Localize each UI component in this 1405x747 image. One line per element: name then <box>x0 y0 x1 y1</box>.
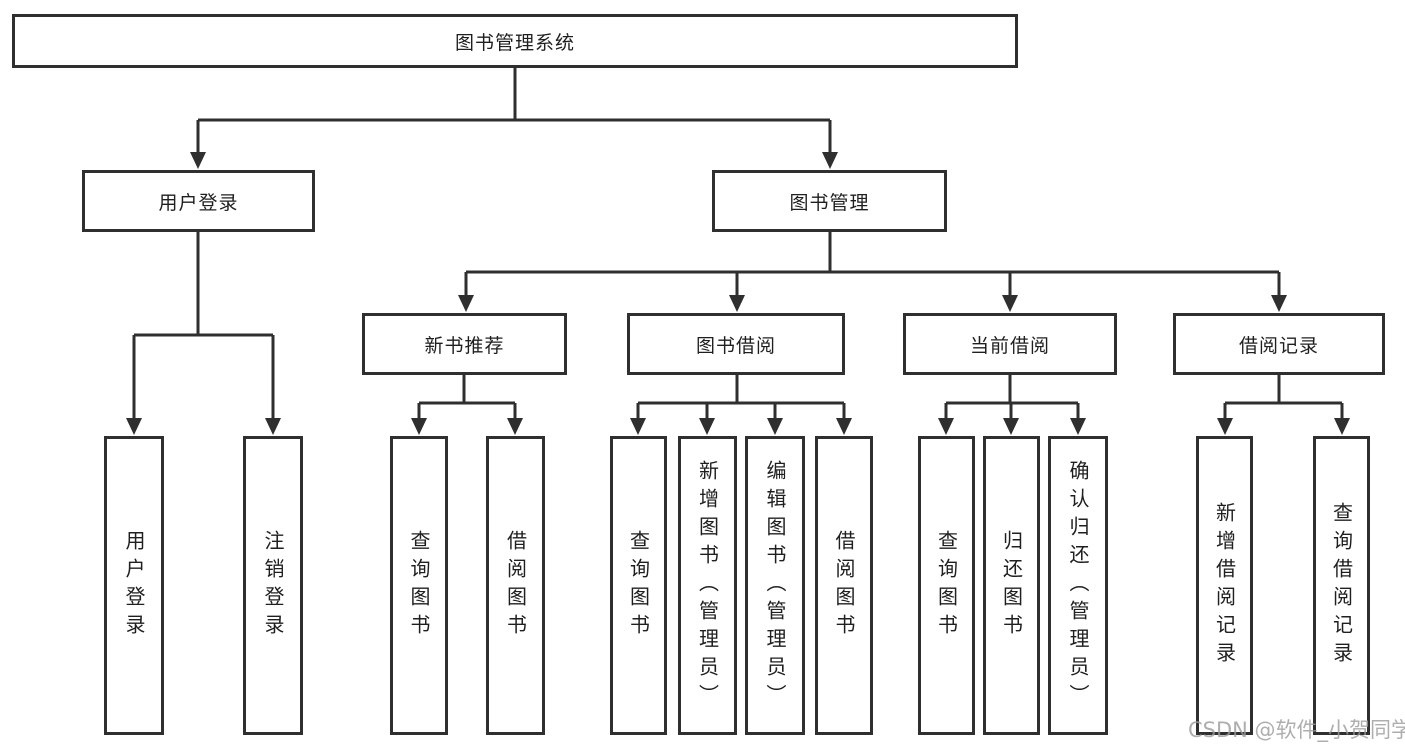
node-current-borrow: 当前借阅 <box>903 313 1117 375</box>
node-user-login: 用户登录 <box>82 170 315 232</box>
leaf-edit-books-admin-label: 编辑图书（管理员） <box>763 459 787 712</box>
leaf-return-books: 归还图书 <box>983 436 1040 735</box>
leaf-edit-books-admin: 编辑图书（管理员） <box>745 436 805 735</box>
node-borrow-records-label: 借阅记录 <box>1238 334 1319 357</box>
leaf-query-books-borrow-label: 查询图书 <box>626 529 651 642</box>
leaf-add-books-admin-label: 新增图书（管理员） <box>695 459 720 712</box>
leaf-borrow-books-borrow: 借阅图书 <box>815 436 873 735</box>
leaf-add-books-admin: 新增图书（管理员） <box>678 436 737 735</box>
node-root-label: 图书管理系统 <box>454 31 575 54</box>
leaf-query-books-current-label: 查询图书 <box>934 529 959 642</box>
node-new-book-recommend: 新书推荐 <box>362 313 567 375</box>
node-book-management-label: 图书管理 <box>789 191 870 214</box>
node-book-borrow-label: 图书借阅 <box>695 334 776 357</box>
leaf-return-books-label: 归还图书 <box>999 529 1024 642</box>
leaf-logout: 注销登录 <box>243 436 303 735</box>
leaf-query-books-recommend: 查询图书 <box>390 436 448 735</box>
leaf-confirm-return-admin: 确认归还（管理员） <box>1048 436 1108 735</box>
leaf-query-books-current: 查询图书 <box>918 436 975 735</box>
node-book-borrow: 图书借阅 <box>627 313 845 375</box>
leaf-borrow-books-recommend-label: 借阅图书 <box>503 529 528 642</box>
leaf-add-borrow-record-label: 新增借阅记录 <box>1212 501 1237 670</box>
leaf-logout-label: 注销登录 <box>261 529 285 642</box>
node-current-borrow-label: 当前借阅 <box>969 334 1050 357</box>
leaf-user-login-label: 用户登录 <box>122 529 146 642</box>
node-new-book-recommend-label: 新书推荐 <box>424 334 505 357</box>
leaf-query-books-borrow: 查询图书 <box>610 436 667 735</box>
node-root: 图书管理系统 <box>12 14 1018 68</box>
node-user-login-label: 用户登录 <box>158 191 239 214</box>
leaf-user-login: 用户登录 <box>104 436 164 735</box>
leaf-query-borrow-record-label: 查询借阅记录 <box>1329 501 1354 670</box>
leaf-confirm-return-admin-label: 确认归还（管理员） <box>1066 459 1090 712</box>
leaf-query-borrow-record: 查询借阅记录 <box>1313 436 1370 735</box>
node-book-management: 图书管理 <box>712 170 947 232</box>
leaf-borrow-books-recommend: 借阅图书 <box>486 436 545 735</box>
leaf-borrow-books-borrow-label: 借阅图书 <box>832 529 856 642</box>
node-borrow-records: 借阅记录 <box>1173 313 1385 375</box>
leaf-query-books-recommend-label: 查询图书 <box>407 529 431 642</box>
watermark: CSDN @软件_小贺同学 <box>1188 718 1405 742</box>
leaf-add-borrow-record: 新增借阅记录 <box>1196 436 1253 735</box>
